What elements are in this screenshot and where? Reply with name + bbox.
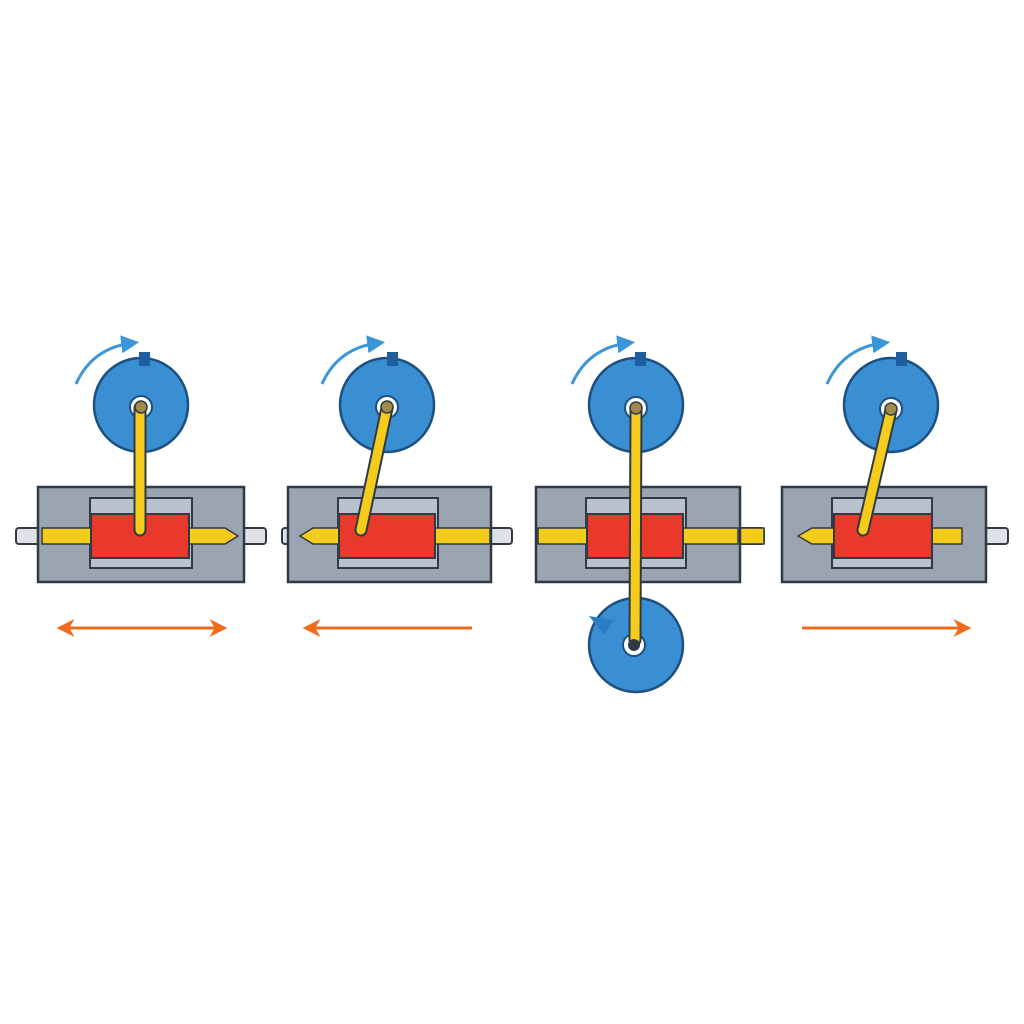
rotation-arrowhead-bottom	[589, 616, 614, 635]
crank-pin	[884, 402, 898, 416]
stage-3	[534, 335, 765, 694]
wheel-marker	[387, 352, 398, 366]
slider-block	[833, 513, 933, 559]
wheel-marker	[139, 352, 150, 366]
crank-pin	[629, 401, 643, 415]
stage-2	[281, 335, 513, 637]
rotation-arrow	[570, 335, 636, 385]
crank-pin	[134, 400, 148, 414]
stage-4	[780, 335, 1009, 637]
rotation-arrow	[320, 335, 386, 385]
wheel-marker	[896, 352, 907, 366]
crank-pin	[380, 400, 394, 414]
slider-block	[338, 513, 436, 559]
crank-pin	[628, 639, 640, 651]
rotation-arrow	[74, 335, 140, 385]
stage-1	[15, 335, 267, 637]
rotation-arrow	[825, 335, 891, 385]
wheel-marker	[635, 352, 646, 366]
